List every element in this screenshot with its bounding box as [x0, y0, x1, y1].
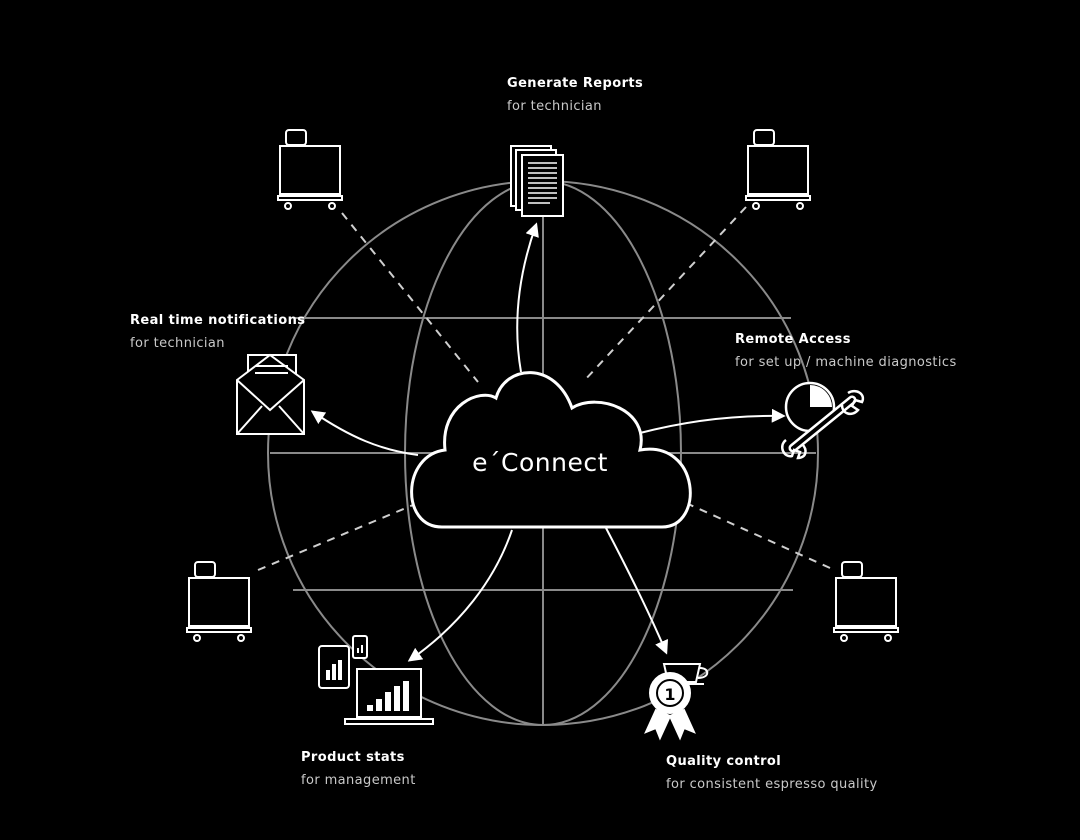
espresso-machine-icon	[277, 129, 343, 210]
notifications-title: Real time notifications	[130, 313, 306, 328]
cloud-shape	[410, 371, 692, 529]
link-machine-top-right	[582, 206, 747, 383]
laptop-chart-icon	[344, 668, 434, 725]
label-notifications: Real time notifications for technician	[130, 313, 305, 351]
espresso-machine-icon	[745, 129, 811, 210]
gauge-wrench-icon	[781, 381, 865, 460]
arrow-to-stats	[407, 529, 513, 662]
arrow-to-reports	[516, 222, 539, 373]
remote-title: Remote Access	[735, 332, 851, 347]
envelope-icon	[236, 353, 305, 435]
document-stack-icon	[510, 145, 564, 217]
quality-subtitle: for consistent espresso quality	[666, 777, 878, 792]
arrow-to-remote	[639, 408, 786, 434]
label-stats: Product stats for management	[301, 750, 416, 788]
feature-arrows	[310, 222, 786, 662]
reports-title: Generate Reports	[507, 76, 644, 91]
link-machine-top-left	[341, 212, 479, 383]
machine-links	[257, 206, 831, 571]
label-remote: Remote Access for set up / machine diagn…	[735, 332, 957, 370]
tablet-chart-icon	[318, 635, 368, 689]
stats-title: Product stats	[301, 750, 405, 765]
espresso-machine-icon	[833, 561, 899, 642]
label-quality: Quality control for consistent espresso …	[666, 754, 878, 792]
remote-subtitle: for set up / machine diagnostics	[735, 355, 957, 370]
espresso-machine-icon	[186, 561, 252, 642]
arrow-to-notifications	[310, 410, 419, 456]
quality-title: Quality control	[666, 754, 782, 769]
arrow-to-quality	[605, 527, 669, 655]
reports-subtitle: for technician	[507, 99, 602, 114]
link-machine-bottom-left	[257, 504, 414, 571]
link-machine-bottom-right	[685, 502, 831, 569]
medal-number: 1	[664, 685, 675, 704]
hub-label: e´Connect	[472, 448, 608, 477]
notifications-subtitle: for technician	[130, 336, 225, 351]
cup-medal-icon: 1	[644, 663, 709, 741]
label-reports: Generate Reports for technician	[507, 76, 643, 114]
stats-subtitle: for management	[301, 773, 416, 788]
